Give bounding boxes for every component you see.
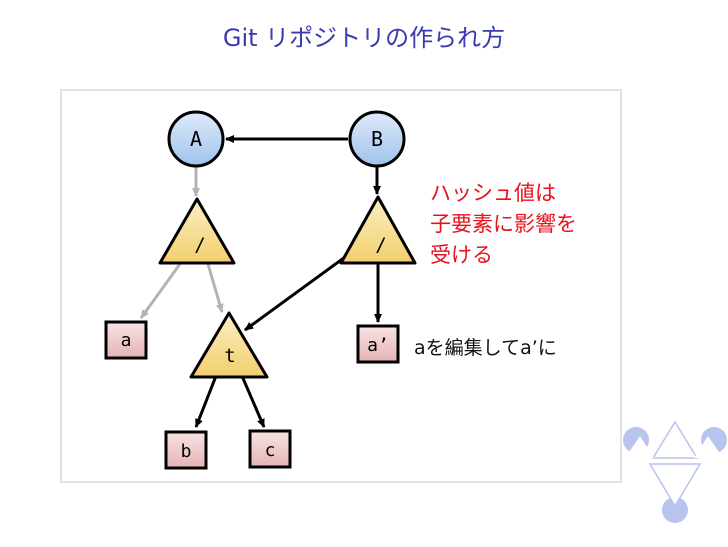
blob-a-label: a (121, 330, 132, 351)
blob-c: c (248, 429, 292, 469)
blob-a-prime-label: a’ (367, 335, 389, 356)
blob-b-label: b (181, 441, 192, 462)
blob-a-prime: a’ (356, 324, 400, 364)
commit-b-label: B (371, 127, 383, 151)
edit-note: aを編集してa’に (414, 337, 557, 359)
blob-b: b (164, 430, 208, 470)
edge-rootA-to-t (206, 263, 224, 313)
tree-root-a-label: / (194, 234, 205, 256)
blob-a: a (104, 320, 148, 360)
diagram-frame (60, 89, 622, 483)
edge-t-to-b (194, 375, 218, 428)
hash-note-line-1: ハッシュ値は (430, 181, 556, 205)
edge-rootA-to-a (139, 263, 182, 319)
blob-c-label: c (265, 440, 276, 461)
tree-root-b-label: / (375, 234, 386, 256)
edge-t-to-c (240, 375, 266, 428)
slide-title: Git リポジトリの作られ方 (222, 24, 506, 52)
tree-root-a: / (158, 197, 236, 265)
decorative-triangle-logo (623, 420, 727, 523)
tree-root-b: / (339, 195, 417, 265)
tree-t: t (189, 311, 269, 379)
commit-node-b: B (348, 110, 406, 168)
commit-a-label: A (190, 127, 202, 151)
hash-propagation-note: ハッシュ値は 子要素に影響を 受ける (430, 178, 577, 271)
hash-note-line-2: 子要素に影響を (430, 212, 577, 236)
edge-rootB-to-t (244, 250, 353, 332)
commit-node-a: A (167, 110, 225, 168)
hash-note-line-3: 受ける (430, 243, 493, 267)
tree-t-label: t (224, 345, 235, 367)
